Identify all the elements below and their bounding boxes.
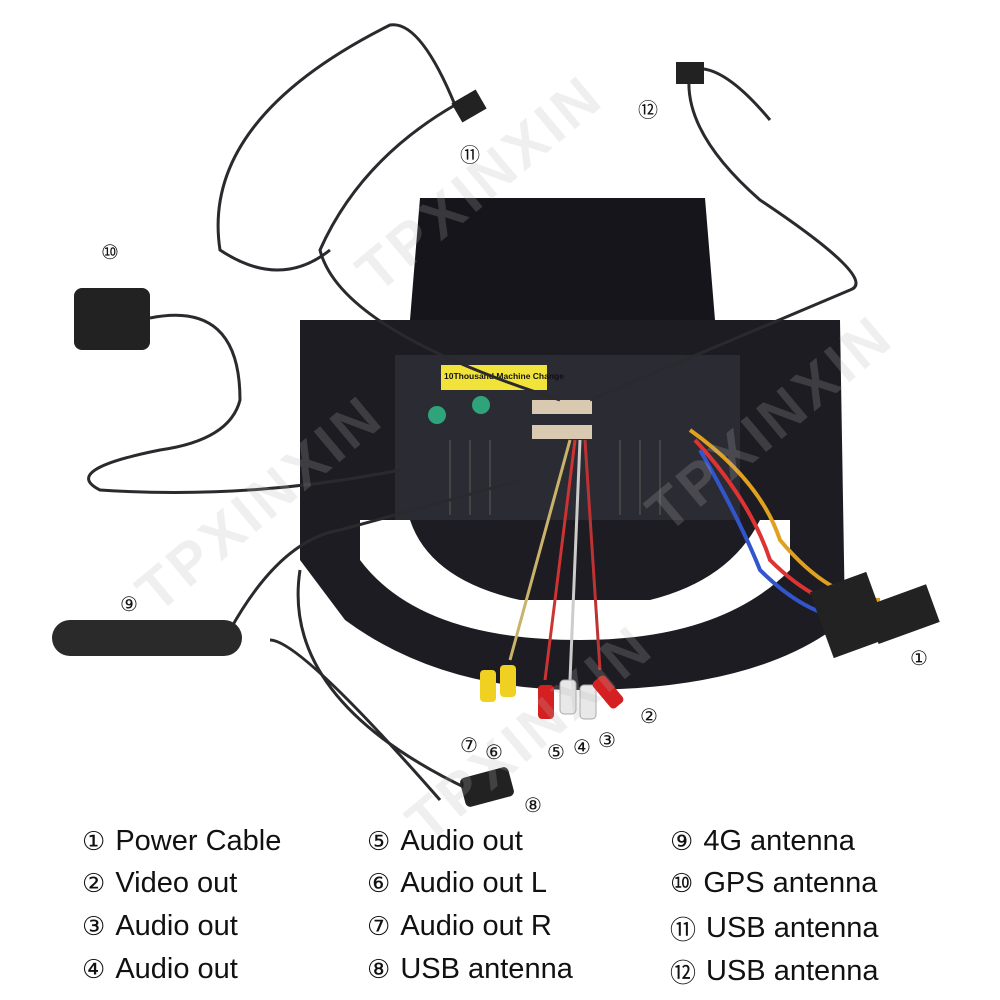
callout-8: ⑧ — [524, 793, 542, 817]
callout-5: ⑤ — [547, 740, 565, 764]
legend-item: ⑩ GPS antenna — [670, 867, 877, 900]
legend-label: USB antenna — [706, 955, 879, 987]
legend: ① Power Cable ② Video out ③ Audio out ④ Audi… — [0, 820, 1000, 1000]
callout-10: ⑩ — [101, 240, 119, 264]
legend-number: ⑨ — [670, 826, 694, 857]
callout-3: ③ — [598, 728, 616, 752]
legend-label: Video out — [115, 867, 238, 899]
legend-number: ③ — [82, 911, 106, 942]
legend-label: GPS antenna — [703, 867, 878, 899]
legend-item: ⑥ Audio out L — [367, 867, 547, 900]
legend-number: ④ — [82, 954, 106, 985]
unit-arch — [410, 520, 760, 600]
power-connector — [809, 571, 891, 659]
legend-item: ④ Audio out — [82, 953, 238, 986]
legend-label: USB antenna — [706, 912, 879, 944]
legend-label: USB antenna — [400, 953, 573, 985]
legend-number: ⑤ — [367, 826, 391, 857]
callout-4: ④ — [573, 735, 591, 759]
legend-number: ⑥ — [367, 868, 391, 899]
legend-item: ① Power Cable — [82, 825, 281, 858]
callout-2: ② — [640, 704, 658, 728]
legend-label: Audio out L — [400, 867, 548, 899]
legend-number: ⑦ — [367, 911, 391, 942]
legend-label: Power Cable — [115, 825, 282, 857]
legend-item: ⑫ USB antenna — [670, 953, 879, 990]
callout-12: ⑫ — [638, 98, 658, 122]
legend-item: ⑦ Audio out R — [367, 910, 552, 943]
legend-label: Audio out — [400, 825, 523, 857]
callout-7: ⑦ — [460, 733, 478, 757]
gps-module — [74, 288, 150, 350]
legend-label: Audio out — [115, 910, 238, 942]
legend-number: ① — [82, 826, 106, 857]
4g-antenna — [52, 620, 242, 656]
legend-label: 4G antenna — [703, 825, 855, 857]
legend-item: ⑪ USB antenna — [670, 910, 879, 947]
legend-item: ③ Audio out — [82, 910, 238, 943]
callout-6: ⑥ — [485, 740, 503, 764]
callout-9: ⑨ — [120, 592, 138, 616]
usb-connector — [460, 767, 514, 807]
legend-number: ⑪ — [670, 916, 697, 946]
callout-1: ① — [910, 646, 928, 670]
legend-number: ⑩ — [670, 868, 694, 899]
legend-label: Audio out R — [400, 910, 552, 942]
sticker-text: 10Thousand Machine Change — [444, 371, 564, 381]
legend-item: ② Video out — [82, 867, 237, 900]
legend-number: ⑧ — [367, 954, 391, 985]
screen-back — [410, 198, 715, 320]
legend-item: ⑧ USB antenna — [367, 953, 573, 986]
callout-11: ⑪ — [460, 143, 480, 167]
legend-item: ⑤ Audio out — [367, 825, 523, 858]
legend-item: ⑨ 4G antenna — [670, 825, 855, 858]
legend-number: ⑫ — [670, 959, 697, 989]
legend-number: ② — [82, 868, 106, 899]
legend-label: Audio out — [115, 953, 238, 985]
